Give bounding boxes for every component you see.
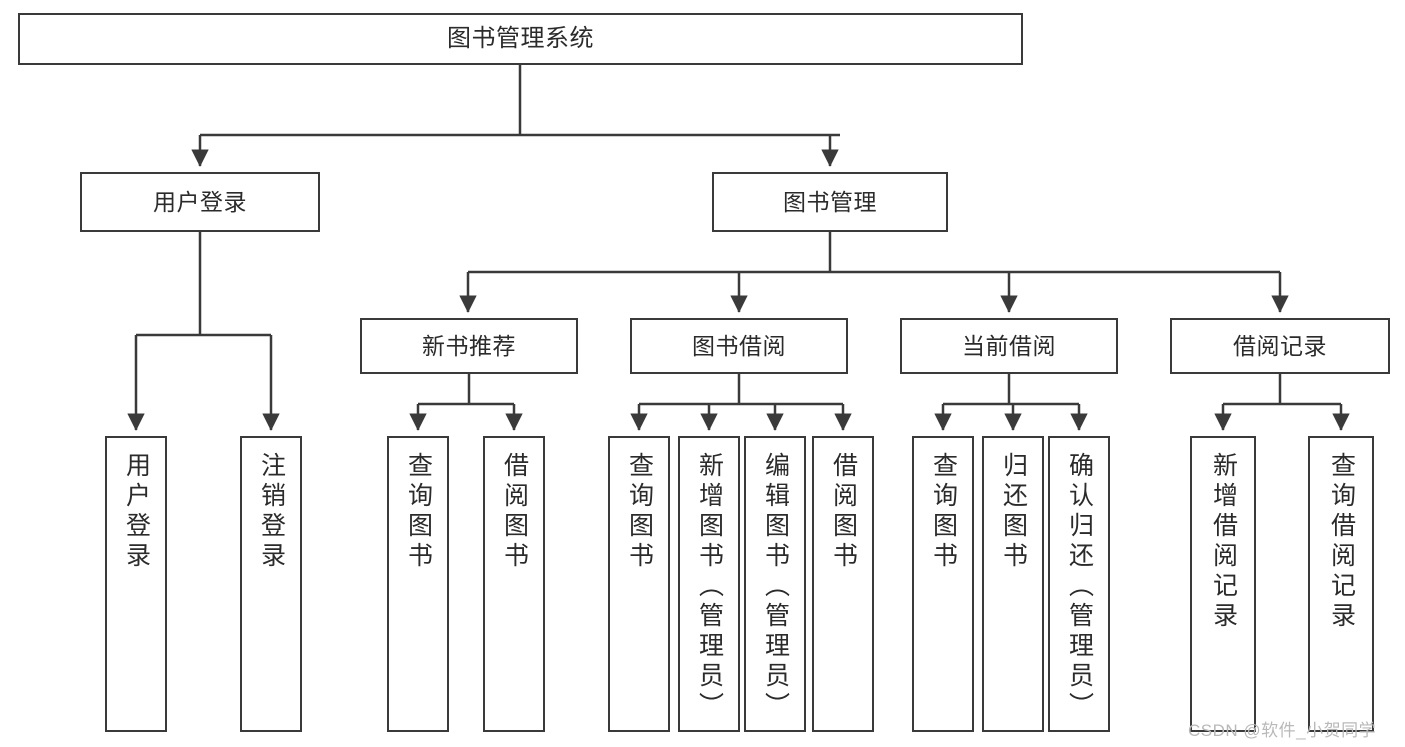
- leaf-query-book-current[interactable]: 查询图书: [912, 436, 974, 732]
- leaf-query-book-new[interactable]: 查询图书: [387, 436, 449, 732]
- leaf-edit-book-admin[interactable]: 编辑图书（管理员）: [744, 436, 806, 732]
- node-borrow-record[interactable]: 借阅记录: [1170, 318, 1390, 374]
- leaf-borrow-book-label: 借阅图书: [829, 452, 858, 572]
- node-current-borrow[interactable]: 当前借阅: [900, 318, 1118, 374]
- node-book-borrow-label: 图书借阅: [692, 332, 786, 359]
- node-new-book-recommend-label: 新书推荐: [422, 332, 516, 359]
- edge-current-bus: [943, 374, 1079, 406]
- leaf-edit-book-admin-label: 编辑图书（管理员）: [761, 452, 790, 722]
- leaf-borrow-book-new-label: 借阅图书: [500, 452, 529, 572]
- leaf-add-book-admin[interactable]: 新增图书（管理员）: [678, 436, 740, 732]
- leaf-query-book-borrow-label: 查询图书: [625, 452, 654, 572]
- leaf-query-book-new-label: 查询图书: [404, 452, 433, 572]
- node-current-borrow-label: 当前借阅: [962, 332, 1056, 359]
- leaf-logout-label: 注销登录: [257, 452, 286, 572]
- leaf-query-book-current-label: 查询图书: [929, 452, 958, 572]
- edge-user-login-bus: [136, 232, 271, 337]
- edge-record-bus: [1223, 374, 1341, 406]
- leaf-add-book-admin-label: 新增图书（管理员）: [695, 452, 724, 722]
- node-book-management[interactable]: 图书管理: [712, 172, 948, 232]
- node-root[interactable]: 图书管理系统: [18, 13, 1023, 65]
- leaf-query-borrow-record[interactable]: 查询借阅记录: [1308, 436, 1374, 732]
- node-book-management-label: 图书管理: [783, 188, 877, 215]
- leaf-confirm-return-admin-label: 确认归还（管理员）: [1065, 452, 1094, 722]
- csdn-watermark: CSDN @软件_小贺同学: [1188, 721, 1377, 740]
- node-user-login-label: 用户登录: [153, 188, 247, 215]
- edge-root-bus: [200, 65, 840, 137]
- leaf-confirm-return-admin[interactable]: 确认归还（管理员）: [1048, 436, 1110, 732]
- node-root-label: 图书管理系统: [447, 25, 594, 53]
- node-borrow-record-label: 借阅记录: [1233, 332, 1327, 359]
- leaf-query-borrow-record-label: 查询借阅记录: [1327, 452, 1356, 632]
- node-book-borrow[interactable]: 图书借阅: [630, 318, 848, 374]
- leaf-borrow-book-new[interactable]: 借阅图书: [483, 436, 545, 732]
- node-new-book-recommend[interactable]: 新书推荐: [360, 318, 578, 374]
- node-user-login[interactable]: 用户登录: [80, 172, 320, 232]
- leaf-return-book[interactable]: 归还图书: [982, 436, 1044, 732]
- leaf-add-borrow-record[interactable]: 新增借阅记录: [1190, 436, 1256, 732]
- leaf-return-book-label: 归还图书: [999, 452, 1028, 572]
- leaf-user-login[interactable]: 用户登录: [105, 436, 167, 732]
- edge-book-mgmt-bus: [468, 232, 1280, 274]
- leaf-query-book-borrow[interactable]: 查询图书: [608, 436, 670, 732]
- leaf-borrow-book[interactable]: 借阅图书: [812, 436, 874, 732]
- edge-newbook-bus: [418, 374, 514, 406]
- leaf-user-login-label: 用户登录: [122, 452, 151, 572]
- edge-borrow-bus: [639, 374, 843, 406]
- leaf-logout[interactable]: 注销登录: [240, 436, 302, 732]
- leaf-add-borrow-record-label: 新增借阅记录: [1209, 452, 1238, 632]
